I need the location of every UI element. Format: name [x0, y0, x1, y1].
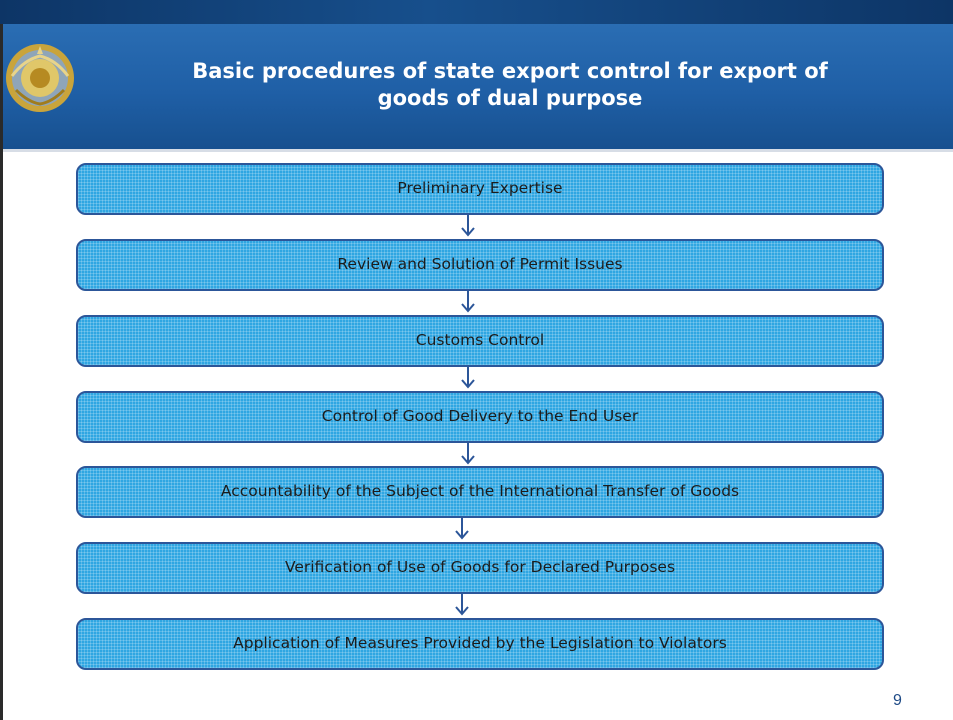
flow-step-accountability: Accountability of the Subject of the Int… [76, 466, 884, 518]
flow-step-label: Preliminary Expertise [397, 179, 563, 198]
down-arrow-icon [455, 594, 469, 616]
flow-step-delivery-control: Control of Good Delivery to the End User [76, 391, 884, 443]
flow-step-label: Accountability of the Subject of the Int… [220, 482, 740, 501]
down-arrow-icon [461, 367, 475, 389]
header-divider [0, 149, 953, 152]
flow-step-review-permit-issues: Review and Solution of Permit Issues [76, 239, 884, 291]
slide-title: Basic procedures of state export control… [160, 58, 860, 112]
down-arrow-icon [455, 518, 469, 540]
flow-step-label: Application of Measures Provided by the … [233, 634, 727, 653]
page-number: 9 [893, 692, 902, 709]
title-line-2: goods of dual purpose [377, 86, 643, 110]
top-strip [0, 0, 953, 24]
flow-step-label: Customs Control [415, 331, 545, 350]
left-edge-line [0, 24, 3, 720]
flow-step-label: Verification of Use of Goods for Declare… [284, 558, 676, 577]
down-arrow-icon [461, 215, 475, 237]
down-arrow-icon [461, 291, 475, 313]
flow-step-verification: Verification of Use of Goods for Declare… [76, 542, 884, 594]
state-emblem-icon [6, 44, 74, 112]
flow-step-label: Control of Good Delivery to the End User [321, 407, 639, 426]
flow-step-customs-control: Customs Control [76, 315, 884, 367]
header-band [0, 24, 953, 149]
flow-step-preliminary-expertise: Preliminary Expertise [76, 163, 884, 215]
flow-step-label: Review and Solution of Permit Issues [337, 255, 623, 274]
down-arrow-icon [461, 443, 475, 465]
title-line-1: Basic procedures of state export control… [192, 59, 828, 83]
flow-step-measures-to-violators: Application of Measures Provided by the … [76, 618, 884, 670]
